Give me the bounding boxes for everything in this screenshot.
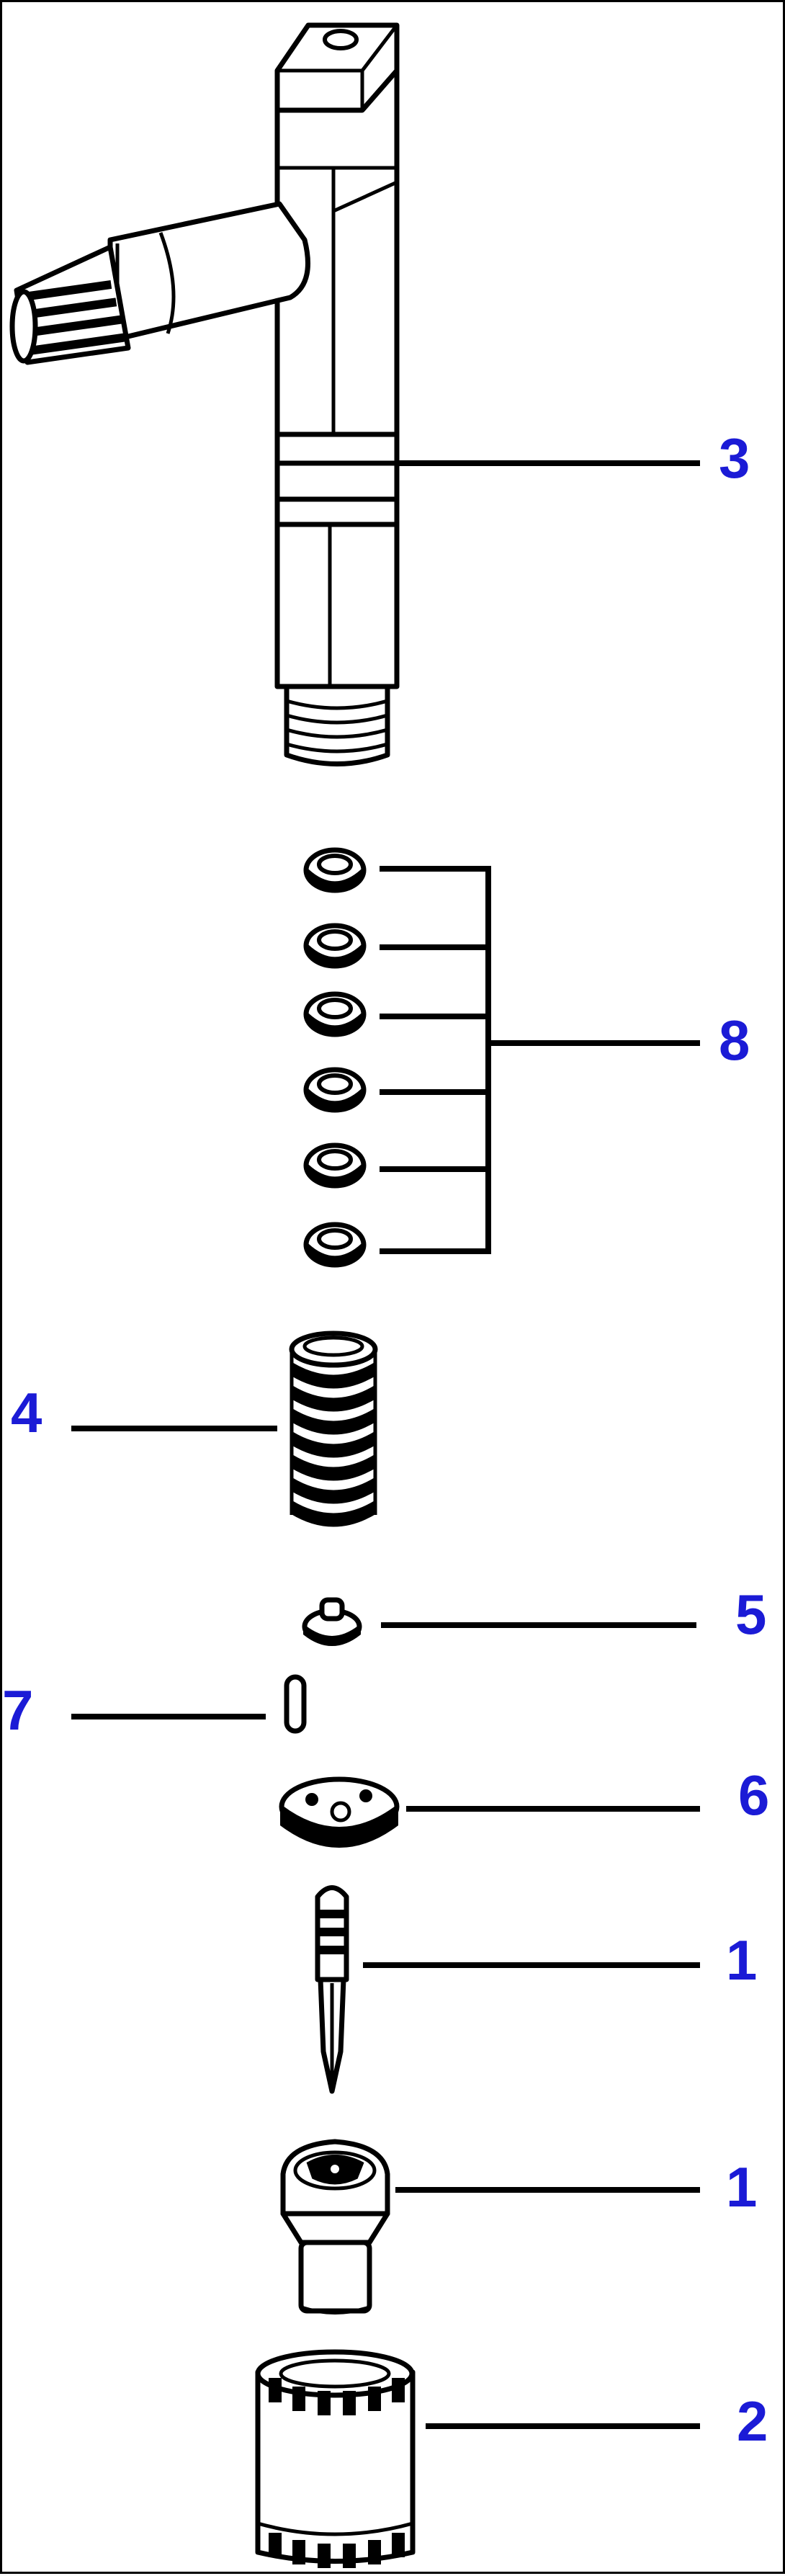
callout-6: 6 (738, 1763, 769, 1827)
callout-5: 5 (735, 1583, 766, 1646)
spacer-plate-icon (279, 1776, 400, 1848)
spring-seat-icon (302, 1597, 362, 1646)
shim-stack-icon (303, 847, 367, 1268)
callout-1a: 1 (726, 1928, 757, 1992)
callout-8: 8 (719, 1009, 750, 1072)
nozzle-body-icon (280, 2139, 390, 2315)
spring-icon (289, 1331, 378, 1527)
injector-holder-icon (9, 22, 400, 766)
needle-valve-icon (315, 1885, 349, 2094)
callout-2: 2 (737, 2389, 768, 2453)
retaining-nut-icon (255, 2349, 416, 2568)
leader-lines-8 (380, 866, 700, 1254)
callout-1b: 1 (726, 2155, 757, 2219)
callout-4: 4 (11, 1381, 42, 1444)
callout-3: 3 (719, 426, 750, 490)
callout-7: 7 (2, 1678, 33, 1742)
pin-icon (284, 1674, 307, 1734)
